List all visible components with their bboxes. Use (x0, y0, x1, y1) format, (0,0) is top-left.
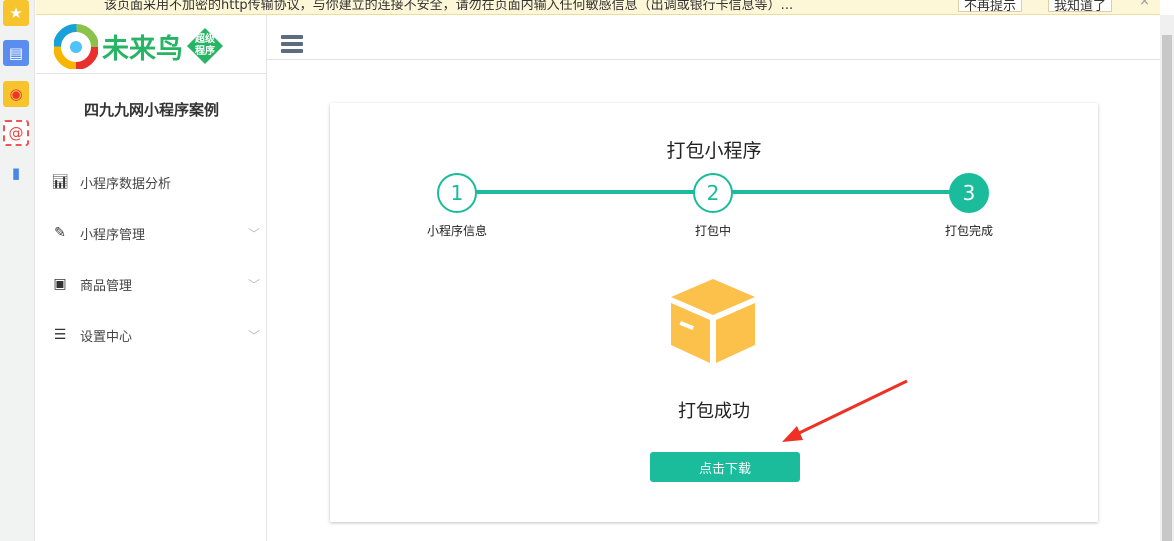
chevron-down-icon: ﹀ (247, 226, 260, 241)
package-card: 打包小程序 1 2 3 小程序信息 打包中 打包完成 打包成功 点击下载 (330, 103, 1098, 522)
sidebar-item-data-analysis[interactable]: 📊︎小程序数据分析 (51, 174, 172, 192)
dont-remind-button[interactable]: 不再提示 (958, 0, 1023, 14)
chevron-down-icon: ﹀ (247, 328, 260, 343)
sidebar-item-miniprogram-management[interactable]: ✎小程序管理﹀ (50, 221, 260, 245)
step-2: 2 (693, 173, 733, 213)
logo[interactable]: 未来鸟 超级程序 (54, 21, 223, 71)
step-1: 1 (437, 173, 477, 213)
step-2-label: 打包中 (694, 224, 731, 238)
top-header (267, 15, 1160, 60)
browser-side-toolbar: ★ ▤ ◉ @ ▮ (0, 0, 35, 541)
scrollbar-thumb[interactable] (1162, 35, 1172, 541)
chevron-down-icon: ﹀ (247, 277, 260, 292)
sidebar-item-settings[interactable]: ☰设置中心﹀ (50, 323, 260, 347)
notice-text: 该页面采用不加密的http传输协议，与你建立的连接不安全，请勿在页面内输入任何敏… (104, 0, 794, 13)
sliders-icon: ☰ (53, 327, 67, 343)
download-button[interactable]: 点击下载 (650, 452, 800, 482)
step-connector (476, 190, 694, 194)
divider (36, 73, 267, 74)
logo-mark-icon (54, 24, 98, 69)
success-message: 打包成功 (678, 401, 750, 422)
step-3: 3 (949, 173, 989, 213)
favorites-star-icon[interactable]: ★ (3, 0, 29, 26)
layout-icon[interactable]: ▤ (3, 40, 29, 66)
page-title: 打包小程序 (666, 140, 762, 162)
menu-toggle-icon[interactable] (281, 35, 303, 53)
site-name: 四九九网小程序案例 (83, 101, 219, 119)
document-icon[interactable]: ▮ (11, 164, 21, 182)
edit-icon: ✎ (54, 225, 66, 241)
package-box-icon (671, 279, 755, 363)
logo-badge: 超级程序 (187, 28, 223, 64)
security-notice-bar: 该页面采用不加密的http传输协议，与你建立的连接不安全，请勿在页面内输入任何敏… (36, 0, 1160, 15)
got-it-button[interactable]: 我知道了 (1048, 0, 1113, 14)
bar-chart-icon: 📊︎ (51, 174, 69, 190)
step-1-label: 小程序信息 (426, 224, 487, 238)
close-icon[interactable]: × (1139, 0, 1150, 9)
weibo-icon[interactable]: ◉ (3, 81, 29, 107)
logo-text: 未来鸟 (102, 33, 183, 65)
sidebar: 未来鸟 超级程序 四九九网小程序案例 📊︎小程序数据分析 ✎小程序管理﹀ ▣商品… (36, 15, 267, 541)
mail-icon[interactable]: @ (3, 120, 29, 146)
sidebar-item-product-management[interactable]: ▣商品管理﹀ (50, 272, 260, 296)
step-connector (732, 190, 950, 194)
step-3-label: 打包完成 (944, 224, 993, 238)
gift-icon: ▣ (53, 276, 67, 292)
